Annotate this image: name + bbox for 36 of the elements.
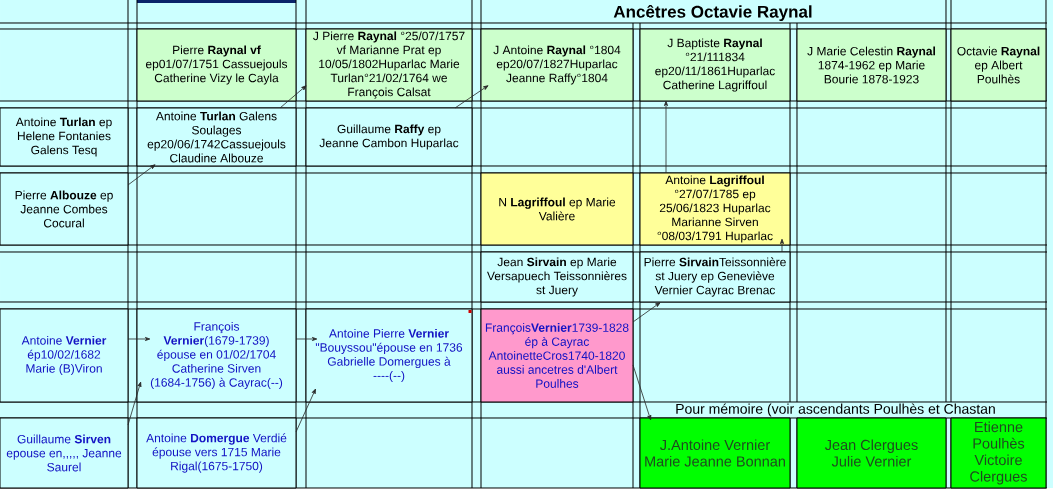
title: Ancêtres Octavie Raynal (613, 4, 812, 22)
table-cell: Antoine Lagriffoul °27/07/1785 ep 25/06/1823 Huparlac Marianne Sirven °08/03/1791 Huparlac (639, 172, 791, 246)
table-cell: Antoine Turlan Galens Soulages ep20/06/1742Cassuejouls Claudine Albouze (136, 107, 297, 167)
table-cell: N Lagriffoul ep Marie Valière (480, 172, 634, 246)
table-cell: J Antoine Raynal °1804 ep20/07/1827Huparlac Jeanne Raffy°1804 (480, 28, 634, 102)
arrow (127, 164, 156, 186)
table-cell: Jean Clergues Julie Vernier (796, 417, 947, 489)
table-cell: FrançoisVernier1739-1828 ép à Cayrac AntoinetteCros1740-1820 aussi ancetres d'Albert Poulhes (480, 308, 634, 403)
table-cell: Guillaume Raffy ep Jeanne Cambon Huparlac (305, 107, 473, 167)
arrow (295, 388, 316, 433)
arrow (664, 100, 668, 174)
arrow (632, 302, 661, 323)
table-cell: Antoine Turlan ep Helene Fontanies Galens Tesq (0, 107, 129, 167)
table-cell: Pierre Raynal vf ep01/07/1751 Cassuejouls Catherine Vizy le Cayla (136, 28, 297, 102)
table-cell: Antoine Domergue Verdié épouse vers 1715 Marie Rigal(1675-1750) (136, 417, 297, 489)
arrow (127, 337, 151, 341)
arrow (632, 364, 652, 421)
table-cell: Antoine Pierre Vernier "Bouyssou"épouse en 1736 Gabrielle Domergues à ----(--) (305, 308, 473, 403)
table-cell: J Pierre Raynal °25/07/1757 vf Marianne Prat ep 10/05/1802Huparlac Marie Turlan°21/02/1764 we François Calsat (305, 28, 473, 102)
arrow (454, 85, 489, 109)
arrow (127, 381, 142, 426)
arrow (780, 238, 784, 253)
arrow (279, 85, 307, 109)
table-cell: Jean Sirvain ep Marie Versapuech Teissonnières st Juery (480, 251, 634, 303)
table-cell: J Marie Celestin Raynal 1874-1962 ep Marie Bourie 1878-1923 (796, 28, 947, 102)
table-cell: Pierre SirvainTeissonnière st Juery ep Geneviève Vernier Cayrac Brenac (639, 251, 791, 303)
table-cell: Pierre Albouze ep Jeanne Combes Cocural (0, 172, 129, 246)
table-cell: J.Antoine Vernier Marie Jeanne Bonnan (639, 417, 791, 489)
table-cell: François Vernier(1679-1739) épouse en 01/02/1704 Catherine Sirven (1684-1756) à Cayrac(--) (136, 308, 297, 403)
arrow (295, 337, 318, 341)
table-cell: Etienne Poulhès Victoire Clergues (950, 417, 1047, 489)
table-cell: Antoine Vernier ép10/02/1682 Marie (B)Viron (0, 308, 129, 403)
table-cell: Octavie Raynal ep Albert Poulhès (950, 28, 1047, 102)
table-cell: J Baptiste Raynal °21/111834 ep20/11/1861Huparlac Catherine Lagriffoul (639, 28, 791, 102)
note-text: Pour mémoire (voir ascendants Poulhès et Chastan (676, 403, 995, 417)
table-cell: Guillaume Sirven epouse en,,,,, Jeanne Saurel (0, 417, 129, 489)
